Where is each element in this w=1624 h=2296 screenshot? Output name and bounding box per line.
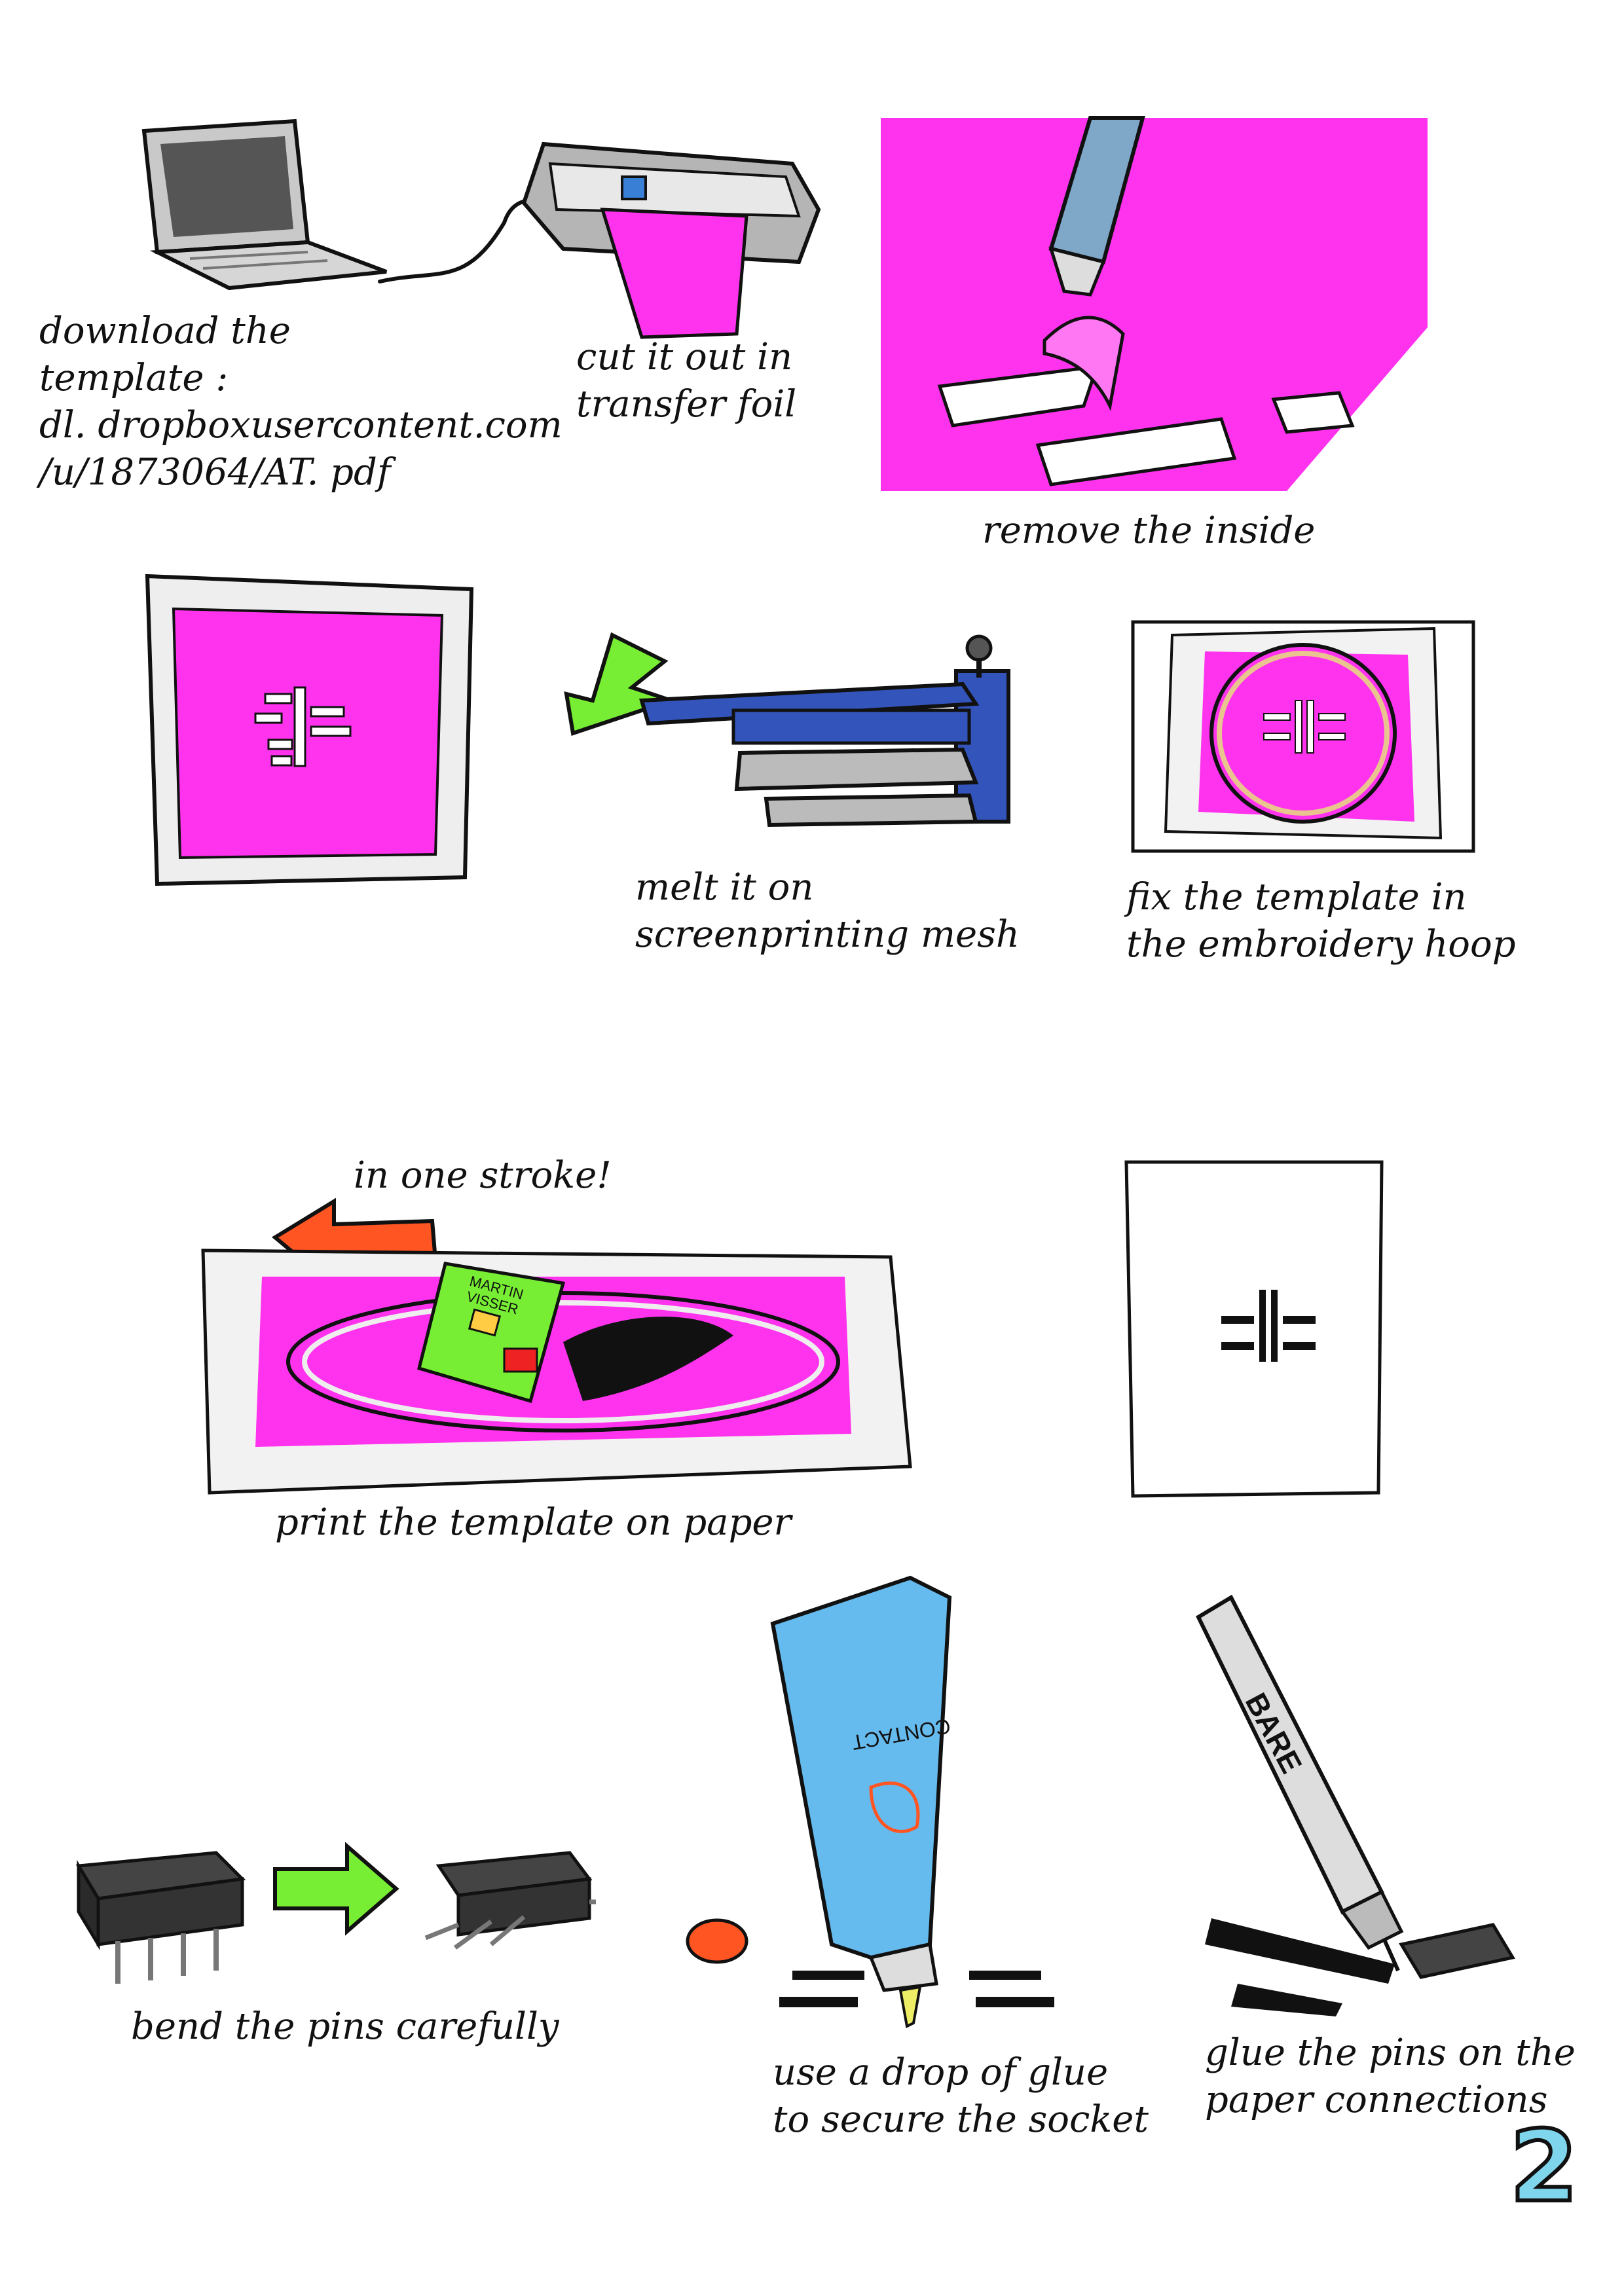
screenprint-illustration	[201, 1248, 912, 1495]
caption-remove: remove the inside	[982, 509, 1316, 552]
caption-melt: melt it on screenprinting mesh	[635, 866, 1020, 956]
remove-inside-illustration	[881, 116, 1428, 491]
vinyl-cutter-illustration	[521, 141, 821, 339]
cable-line	[378, 198, 539, 283]
caption-connect: glue the pins on the paper connections	[1205, 2032, 1576, 2121]
heat-press-illustration	[639, 634, 1010, 828]
printed-paper-illustration	[1124, 1160, 1384, 1498]
ic-socket-illustration	[75, 1851, 246, 1984]
caption-fix: fix the template in the embroidery hoop	[1126, 876, 1516, 966]
right-arrow-green	[273, 1842, 399, 1936]
conductive-pen-illustration	[1196, 1594, 1515, 2016]
caption-stroke: in one stroke!	[354, 1154, 612, 1197]
bent-socket-illustration	[424, 1851, 596, 1950]
caption-bend: bend the pins carefully	[131, 2005, 559, 2048]
page-number: 2	[1508, 2108, 1580, 2226]
caption-glue: use a drop of glue to secure the socket	[773, 2051, 1149, 2141]
glue-cap-illustration	[686, 1918, 748, 1964]
caption-cut: cut it out in transfer foil	[576, 336, 797, 426]
laptop-illustration	[141, 118, 388, 291]
credit-card-squeegee	[416, 1262, 566, 1404]
embroidery-hoop-illustration	[1131, 620, 1475, 853]
mesh-frame-illustration	[145, 574, 474, 886]
caption-download: download the template : dl. dropboxuserc…	[39, 310, 563, 494]
glue-tube-illustration	[770, 1575, 1054, 2028]
caption-print: print the template on paper	[275, 1501, 792, 1544]
